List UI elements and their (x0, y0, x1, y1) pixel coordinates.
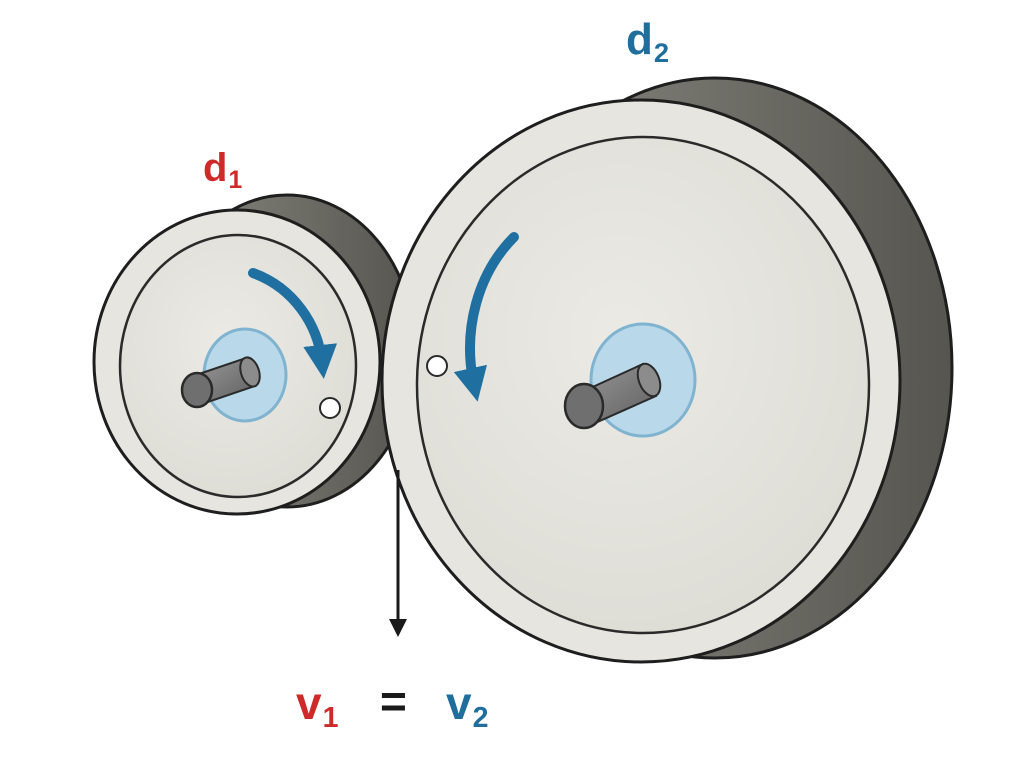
v2-subscript: 2 (472, 701, 489, 734)
v1-letter: v (296, 677, 322, 729)
velocity-v1-label: v1 (296, 677, 338, 732)
equals-sign: = (380, 675, 407, 727)
large-wheel-marker-dot (426, 355, 448, 377)
small-wheel (92, 193, 417, 516)
small-wheel-marker-dot (319, 397, 341, 419)
velocity-v2-label: v2 (446, 677, 488, 732)
d2-subscript: 2 (653, 36, 670, 68)
small-wheel-axle (180, 356, 261, 409)
clockwise-arrow-icon (248, 268, 338, 379)
large-wheel-diameter-label: d2 (626, 15, 669, 66)
large-wheel-axle (563, 362, 662, 430)
d2-letter: d (626, 15, 653, 64)
v1-subscript: 1 (322, 701, 339, 734)
v2-letter: v (446, 677, 472, 729)
counterclockwise-arrow-icon (453, 232, 519, 402)
d1-subscript: 1 (228, 166, 243, 194)
d1-letter: d (203, 146, 228, 190)
large-wheel (380, 76, 954, 664)
small-wheel-diameter-label: d1 (203, 146, 242, 193)
